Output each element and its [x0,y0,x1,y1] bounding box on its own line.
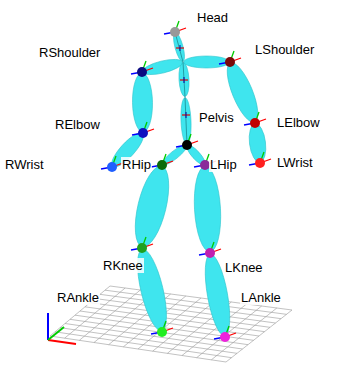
joint-dot [225,57,235,67]
bone [247,123,268,164]
joint-label: RHip [121,157,152,172]
joint-label: RWrist [4,157,45,172]
joint-label: Head [196,10,229,25]
joint-dot [220,332,230,342]
joint-label: RElbow [54,117,101,132]
axis-tick [180,45,181,51]
joint-label: LAnkle [240,290,282,305]
bone [184,56,230,68]
joint-dot [255,158,265,168]
joint-dot [157,327,167,337]
axis-tick [184,77,185,83]
joint-dot [205,248,215,258]
joint-label: RShoulder [38,45,101,60]
joint-dot [182,140,192,150]
joint-dot [157,160,167,170]
bone [178,62,190,97]
joint-dot [137,67,147,77]
bone [192,166,223,253]
joint-label: Pelvis [198,110,235,125]
joint-label: LElbow [276,115,321,130]
spine-line [175,32,187,145]
joint-label: LShoulder [254,42,315,57]
joint-label: LHip [209,157,238,172]
axis-tick [186,112,187,118]
bone [129,163,176,250]
world-axes [48,313,76,344]
joint-dot [170,27,180,37]
joint-dot [250,118,260,128]
joint-dot [107,162,117,172]
joint-dot [138,128,148,138]
floor-grid [50,286,292,362]
joint-label: RAnkle [56,290,100,305]
bone [132,73,153,132]
bone [141,56,184,77]
joint-label: LWrist [276,155,314,170]
joint-label: RKnee [102,258,144,273]
joint-label: LKnee [224,260,264,275]
joint-dot [137,243,147,253]
